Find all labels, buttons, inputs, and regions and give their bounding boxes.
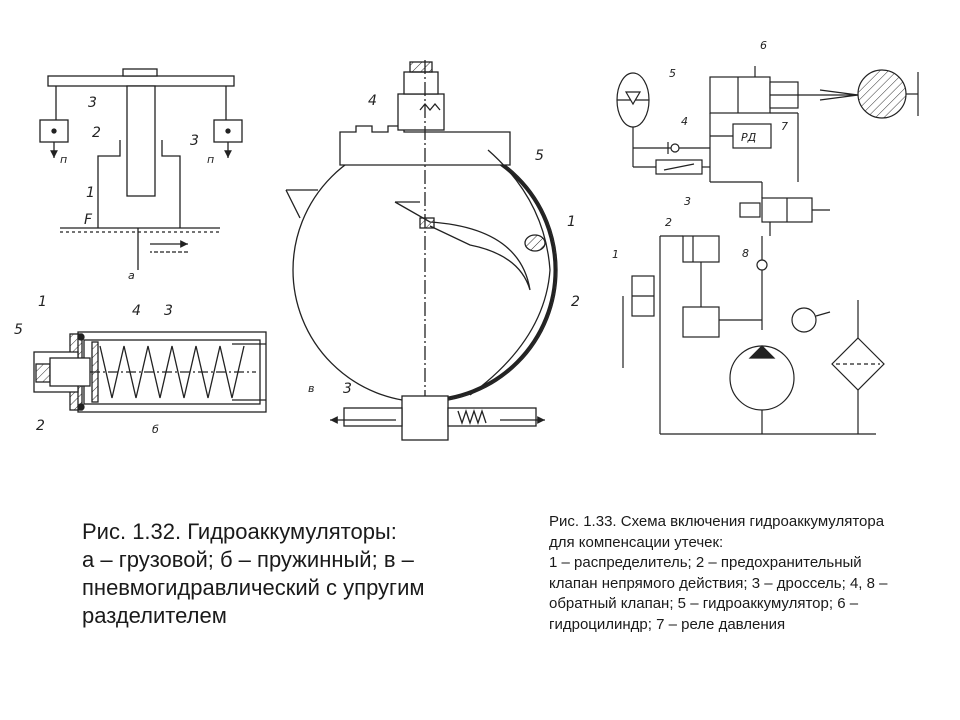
- label-p-left: п: [60, 153, 67, 166]
- caption-line: обратный клапан; 5 – гидроаккумулятор; 6…: [549, 595, 859, 612]
- spring-accumulator-labels: 1 5 4 3 2 б: [14, 294, 173, 436]
- figure-133-caption: Рис. 1.33. Схема включения гидроаккумуля…: [549, 512, 949, 635]
- label-1: 1: [612, 248, 619, 261]
- caption-line: Рис. 1.33. Схема включения гидроаккумуля…: [549, 513, 885, 530]
- label-2: 2: [92, 125, 101, 141]
- label-1: 1: [567, 214, 576, 230]
- hydraulic-circuit-labels: 6 5 4 7 РД 3 2 8 1: [612, 39, 788, 261]
- label-2: 2: [571, 294, 580, 310]
- label-3: 3: [164, 303, 173, 319]
- pneumatic-accumulator-drawing: [285, 60, 558, 441]
- label-1: 1: [86, 185, 95, 201]
- label-4: 4: [132, 303, 141, 319]
- label-p-right: п: [207, 153, 214, 166]
- label-8: 8: [742, 247, 749, 260]
- caption-line: разделителем: [82, 603, 227, 628]
- label-v: в: [308, 382, 314, 395]
- weight-accumulator-drawing: [39, 68, 243, 270]
- caption-line: для компенсации утечек:: [549, 533, 724, 551]
- label-3: 3: [343, 381, 352, 397]
- caption-line: а – грузовой; б – пружинный; в –: [82, 547, 414, 572]
- label-2: 2: [665, 216, 672, 229]
- label-a: а: [128, 269, 135, 282]
- label-b: б: [152, 423, 159, 436]
- label-4: 4: [681, 115, 688, 128]
- weight-accumulator-labels: 3 2 3 1 F п п а: [60, 95, 214, 282]
- label-5: 5: [669, 67, 676, 80]
- hydraulic-circuit-drawing: [616, 66, 919, 435]
- label-RD: РД: [741, 131, 757, 144]
- label-F: F: [84, 212, 93, 228]
- spring-accumulator-drawing: [33, 331, 267, 413]
- label-7: 7: [781, 120, 788, 133]
- label-1: 1: [38, 294, 47, 310]
- label-4: 4: [368, 93, 377, 109]
- caption-line: Рис. 1.32. Гидроаккумуляторы:: [82, 519, 397, 544]
- caption-line: клапан непрямого действия; 3 – дроссель;…: [549, 574, 888, 592]
- label-6: 6: [760, 39, 767, 52]
- label-5: 5: [535, 148, 544, 164]
- label-5: 5: [14, 322, 23, 338]
- pneumatic-accumulator-labels: 4 5 1 2 3 в: [308, 93, 580, 397]
- label-2: 2: [36, 418, 45, 434]
- caption-line: 1 – распределитель; 2 – предохранительны…: [549, 554, 862, 571]
- caption-line: пневмогидравлический с упругим: [82, 575, 425, 600]
- label-3-right: 3: [190, 133, 199, 149]
- label-3: 3: [684, 195, 691, 208]
- figure-132-caption: Рис. 1.32. Гидроаккумуляторы: а – грузов…: [82, 518, 502, 630]
- caption-line: гидроцилиндр; 7 – реле давления: [549, 615, 786, 633]
- label-3-left: 3: [88, 95, 97, 111]
